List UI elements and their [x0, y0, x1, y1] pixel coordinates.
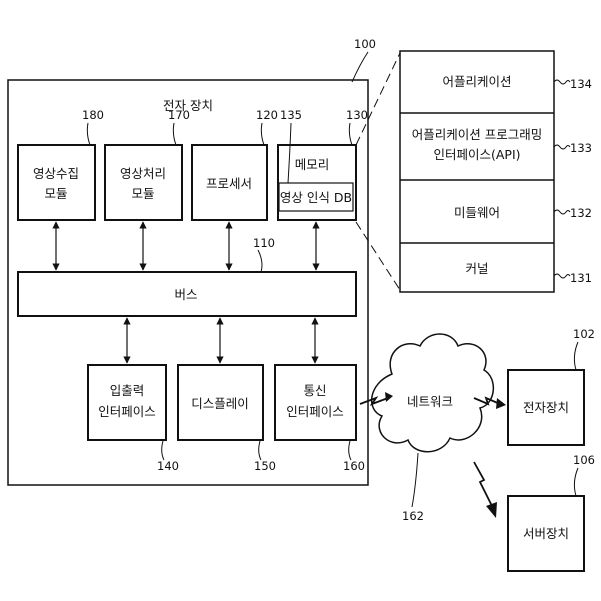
external-device-leader — [574, 342, 578, 370]
network-device-link-head — [496, 398, 506, 409]
processor-label: 프로세서 — [206, 176, 252, 191]
server-device-label: 서버장치 — [523, 526, 569, 541]
bus-ref: 110 — [253, 236, 275, 250]
server-device-ref: 106 — [573, 453, 595, 467]
api-ref-leader — [554, 145, 570, 149]
io-interface-label-2: 인터페이스 — [98, 404, 156, 419]
kernel-ref-leader — [554, 274, 570, 278]
image-capture-module — [18, 145, 95, 220]
image-recognition-db-label: 영상 인식 DB — [280, 190, 352, 205]
io-interface-label-1: 입출력 — [110, 383, 145, 398]
middleware-ref: 132 — [570, 206, 592, 220]
image-processing-ref: 170 — [168, 108, 190, 122]
api-ref: 133 — [570, 141, 592, 155]
server-device-leader — [574, 468, 578, 496]
api-label-2: 인터페이스(API) — [433, 147, 520, 162]
api-label-1: 어플리케이션 프로그래밍 — [412, 127, 542, 142]
network-ref-leader — [412, 453, 418, 507]
io-interface-module — [88, 365, 166, 440]
memory-ref: 130 — [346, 108, 368, 122]
network-label: 네트워크 — [407, 394, 453, 409]
network-ref: 162 — [402, 509, 424, 523]
comm-interface-module — [275, 365, 356, 440]
image-processing-module — [105, 145, 182, 220]
image-processing-label-2: 모듈 — [131, 186, 154, 201]
bus-label: 버스 — [174, 287, 197, 302]
display-ref: 150 — [254, 459, 276, 473]
image-capture-ref: 180 — [82, 108, 104, 122]
network-server-link-head — [486, 502, 497, 518]
display-label: 디스플레이 — [191, 396, 249, 411]
processor-ref: 120 — [256, 108, 278, 122]
image-capture-label-2: 모듈 — [44, 186, 67, 201]
kernel-ref: 131 — [570, 271, 592, 285]
middleware-ref-leader — [554, 210, 570, 214]
network-cloud — [372, 334, 494, 452]
comm-interface-label-1: 통신 — [303, 383, 326, 398]
network-server-link — [474, 462, 492, 506]
io-interface-ref: 140 — [157, 459, 179, 473]
kernel-label: 커널 — [465, 261, 488, 276]
image-capture-label-1: 영상수집 — [33, 166, 79, 181]
middleware-label: 미들웨어 — [454, 205, 500, 220]
external-device-label: 전자장치 — [523, 400, 569, 415]
application-ref: 134 — [570, 77, 592, 91]
comm-interface-label-2: 인터페이스 — [286, 404, 344, 419]
device-ref-leader — [352, 52, 368, 82]
application-ref-leader — [554, 80, 570, 84]
external-device-ref: 102 — [573, 327, 595, 341]
device-ref: 100 — [354, 37, 376, 51]
comm-interface-ref: 160 — [343, 459, 365, 473]
image-processing-label-1: 영상처리 — [120, 166, 166, 181]
application-label: 어플리케이션 — [442, 74, 511, 89]
db-ref: 135 — [280, 108, 302, 122]
memory-label: 메모리 — [295, 157, 330, 172]
